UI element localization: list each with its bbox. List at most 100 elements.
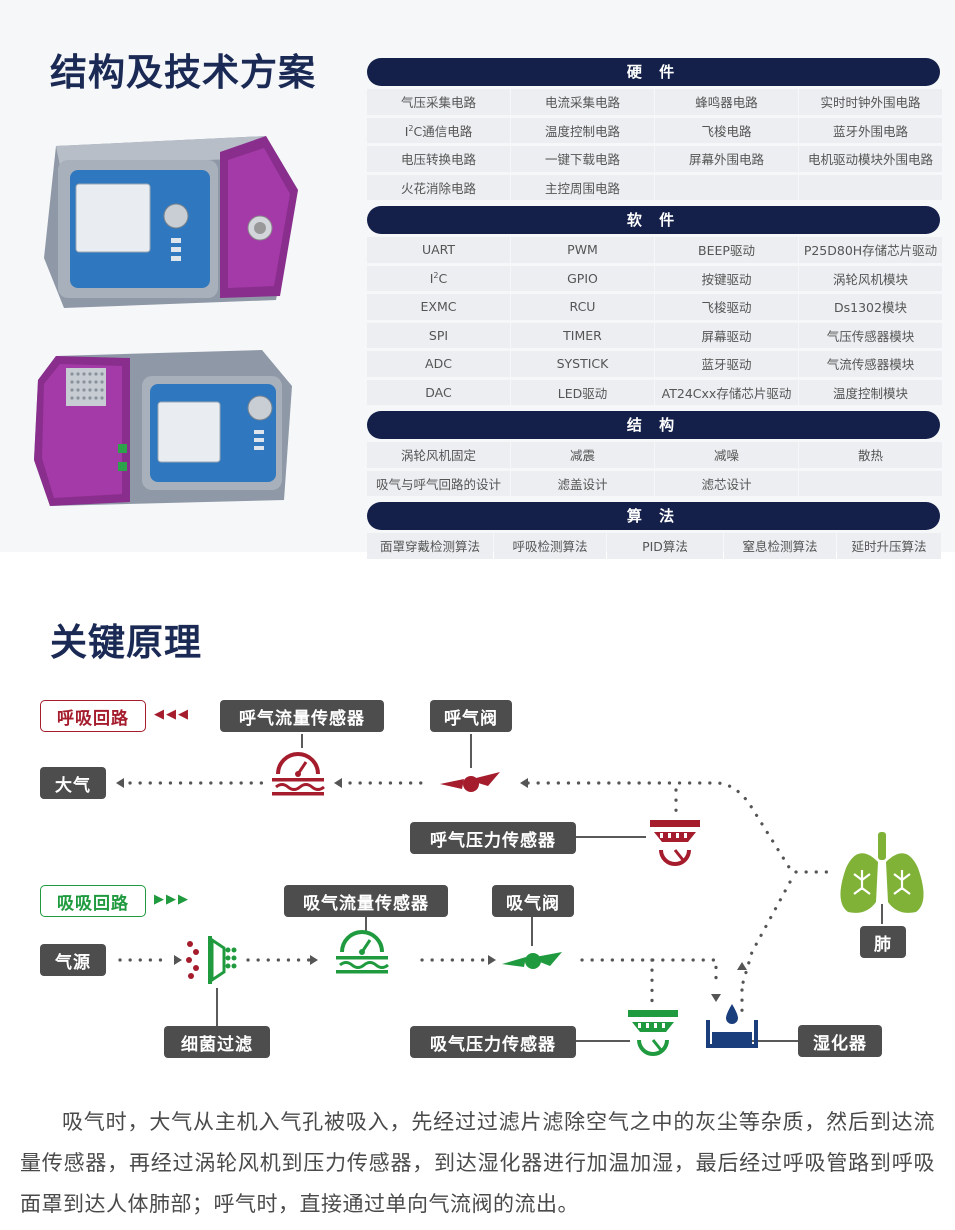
device-illustration-back [34,350,292,506]
software-cell-i2c: I2C [367,265,510,291]
software-cell: 按键驱动 [655,265,798,291]
software-cell: TIMER [511,322,654,348]
structure-cell: 滤芯设计 [655,470,798,496]
structure-cell: 吸气与呼气回路的设计 [367,470,510,496]
hardware-cell-empty [655,174,798,200]
software-cell: 蓝牙驱动 [655,351,798,377]
software-cell: 气压传感器模块 [799,322,942,348]
device-illustration-front [44,136,298,308]
software-cell: SPI [367,322,510,348]
algorithm-cell: PID算法 [607,533,723,559]
inhale-flow-sensor-label: 吸气流量传感器 [284,885,448,917]
principle-description: 吸气时，大气从主机入气孔被吸入，先经过过滤片滤除空气之中的灰尘等杂质，然后到达流… [20,1110,935,1216]
software-cell: RCU [511,294,654,320]
arrow-to-atmosphere [116,778,124,788]
exhale-pressure-sensor-icon [650,820,700,866]
bacteria-filter-icon [186,936,237,984]
arrow-to-filter [174,955,182,965]
software-cell: 屏幕驱动 [655,322,798,348]
hardware-cell: 电压转换电路 [367,146,510,172]
software-cell: Ds1302模块 [799,294,942,320]
hardware-cell: 火花消除电路 [367,174,510,200]
hardware-cell: 电机驱动模块外围电路 [799,146,942,172]
structure-cell: 减噪 [655,442,798,468]
section-title-structure: 结构及技术方案 [50,51,316,94]
software-cell: 气流传感器模块 [799,351,942,377]
inhale-flow-sensor-icon [336,930,389,974]
exhale-valve-icon [440,772,500,792]
structure-cell: 减震 [511,442,654,468]
tech-section: 结构及技术方案 硬 件 气压采 [0,0,955,559]
software-cell: 飞梭驱动 [655,294,798,320]
software-cell: DAC [367,379,510,405]
hardware-cell: 主控周围电路 [511,174,654,200]
structure-cell-empty [799,470,942,496]
gas-source-label: 气源 [40,944,106,976]
flow-lines [116,734,924,1056]
software-header: 软 件 [367,206,940,234]
software-cell: SYSTICK [511,351,654,377]
exhale-flow-sensor-label: 呼气流量传感器 [220,700,384,732]
hardware-cell-empty [799,174,942,200]
arrow-to-inhale-valve [488,955,496,965]
algorithm-cell: 呼吸检测算法 [494,533,606,559]
algorithm-cell: 窒息检测算法 [724,533,836,559]
humidifier-label: 湿化器 [798,1025,882,1057]
arrow-out-humidifier [737,962,747,970]
hardware-cell: 屏幕外围电路 [655,146,798,172]
bacteria-filter-label: 细菌过滤 [164,1026,270,1058]
structure-cell: 涡轮风机固定 [367,442,510,468]
structure-cell: 滤盖设计 [511,470,654,496]
software-cell: PWM [511,237,654,263]
arrow-to-exhale-flow [334,778,342,788]
structure-cell: 散热 [799,442,942,468]
lung-label: 肺 [860,926,906,958]
hardware-cell: 蓝牙外围电路 [799,117,942,143]
hardware-grid: 气压采集电路 电流采集电路 蜂鸣器电路 实时时钟外围电路 I2C通信电路 温度控… [367,89,942,203]
software-cell: BEEP驱动 [655,237,798,263]
flow-path-inhale-4 [580,958,718,988]
hardware-cell: 气压采集电路 [367,89,510,115]
exhale-loop-tag: 呼吸回路 [40,700,146,732]
software-cell: 温度控制模块 [799,379,942,405]
software-cell: 涡轮风机模块 [799,265,942,291]
software-cell: UART [367,237,510,263]
software-cell: AT24Cxx存储芯片驱动 [655,379,798,405]
hardware-cell: 蜂鸣器电路 [655,89,798,115]
exhale-pressure-sensor-label: 呼气压力传感器 [410,822,576,854]
hardware-cell: 一键下载电路 [511,146,654,172]
airflow-diagram: 呼吸回路 ◀◀◀ 吸吸回路 ▶▶▶ 大气 呼气流量传感器 呼气阀 呼气压力传感器… [0,690,955,1080]
inhale-valve-label: 吸气阀 [492,885,574,917]
atmosphere-label: 大气 [40,767,106,799]
arrow-to-inhale-flow [310,955,318,965]
hardware-cell: 电流采集电路 [511,89,654,115]
exhale-flow-sensor-icon [272,752,325,796]
inhale-loop-arrows: ▶▶▶ [154,892,190,907]
structure-header: 结 构 [367,411,940,439]
spec-table: 硬 件 气压采集电路 电流采集电路 蜂鸣器电路 实时时钟外围电路 I2C通信电路… [367,58,942,562]
hardware-cell: 飞梭电路 [655,117,798,143]
software-cell: EXMC [367,294,510,320]
software-cell: LED驱动 [511,379,654,405]
exhale-loop-arrows: ◀◀◀ [154,707,190,722]
algorithm-grid: 面罩穿戴检测算法 呼吸检测算法 PID算法 窒息检测算法 延时升压算法 [367,533,941,562]
hardware-header: 硬 件 [367,58,940,86]
software-grid: UART PWM BEEP驱动 P25D80H存储芯片驱动 I2C GPIO 按… [367,237,942,408]
flow-path-inhale-up [740,880,792,988]
flow-path-exhale-3 [526,781,794,874]
humidifier-icon [706,1004,758,1048]
section-title-principle: 关键原理 [50,621,202,664]
exhale-valve-label: 呼气阀 [430,700,512,732]
software-cell: P25D80H存储芯片驱动 [799,237,942,263]
algorithm-cell: 面罩穿戴检测算法 [367,533,493,559]
structure-grid: 涡轮风机固定 减震 减噪 散热 吸气与呼气回路的设计 滤盖设计 滤芯设计 [367,442,942,499]
algorithm-cell: 延时升压算法 [837,533,941,559]
inhale-pressure-sensor-icon [628,1010,678,1056]
software-cell: GPIO [511,265,654,291]
hardware-cell: 实时时钟外围电路 [799,89,942,115]
lung-icon [840,832,924,913]
arrow-to-exhale-valve [520,778,528,788]
algorithm-header: 算 法 [367,502,940,530]
hardware-cell: 温度控制电路 [511,117,654,143]
inhale-loop-tag: 吸吸回路 [40,885,146,917]
